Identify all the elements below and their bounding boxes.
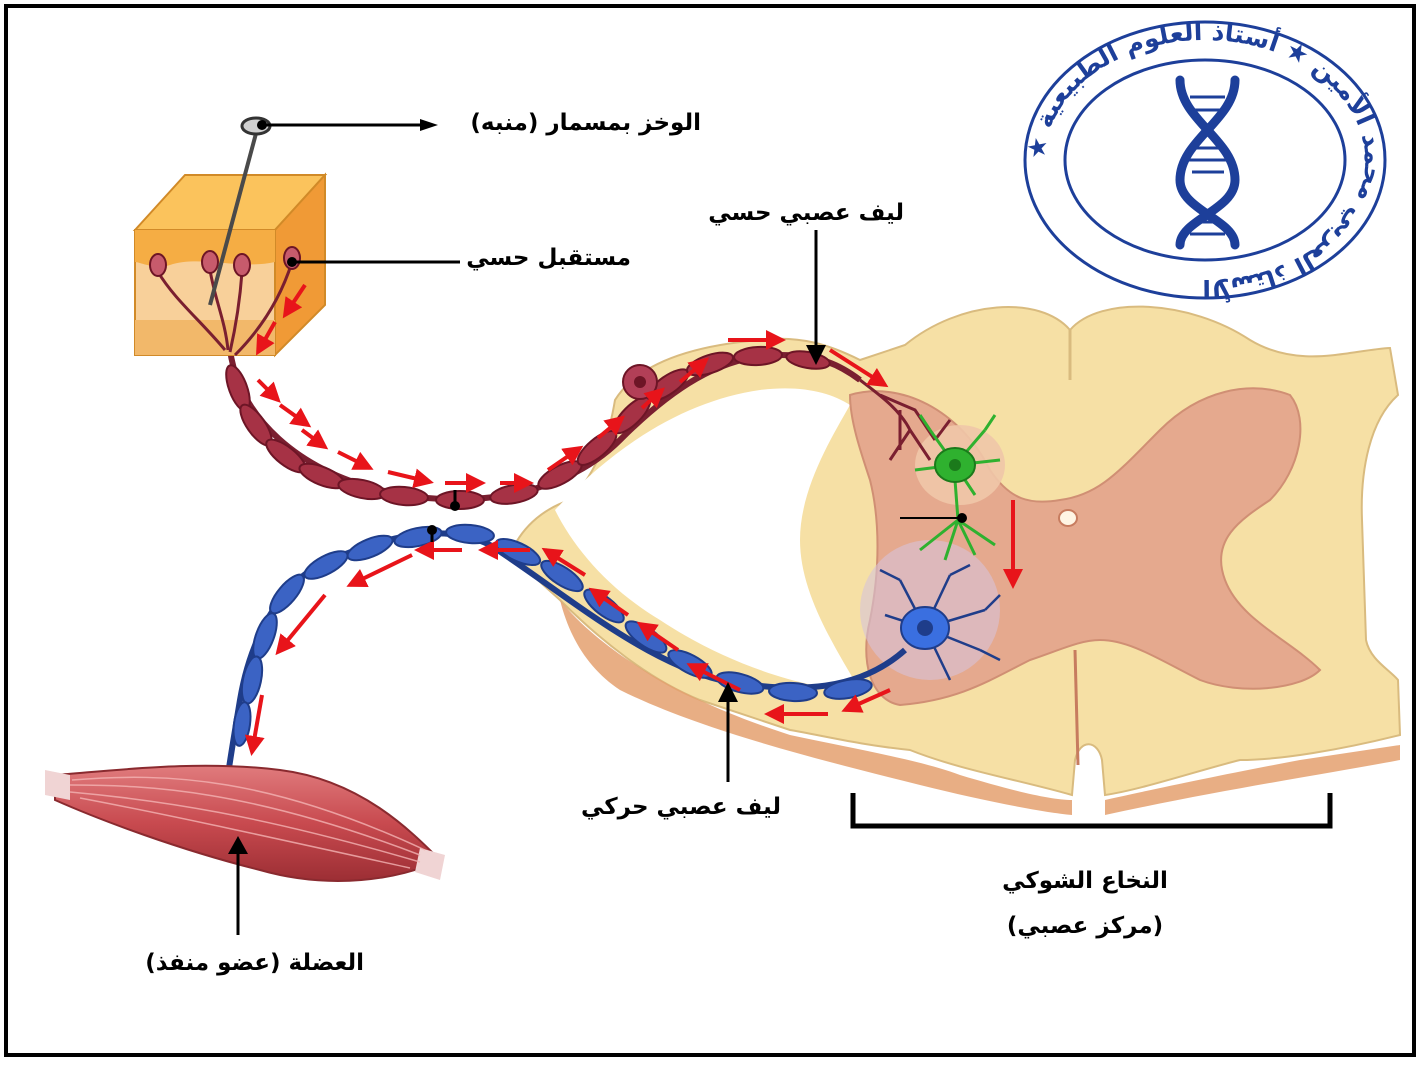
muscle bbox=[45, 766, 445, 881]
central-canal bbox=[1059, 510, 1077, 526]
muscle-label: العضلة (عضو منفذ) bbox=[145, 950, 364, 976]
stimulus-label: الوخز بمسمار (منبه) bbox=[470, 110, 701, 136]
dna-icon bbox=[1180, 80, 1235, 245]
receptor-label: مستقبل حسي bbox=[466, 245, 631, 271]
author-seal: ★ الأستاذ العربي محمد الأمين ★ أستاذ الع… bbox=[1021, 17, 1388, 304]
motor-fiber-label: ليف عصبي حركي bbox=[581, 794, 781, 820]
spinal-cord-label: النخاع الشوكي bbox=[990, 868, 1180, 894]
spinal-cord-bracket bbox=[853, 793, 1330, 826]
spinal-cord-sublabel: (مركز عصبي) bbox=[990, 913, 1180, 939]
sensory-fiber-label: ليف عصبي حسي bbox=[708, 200, 904, 226]
skin-block bbox=[135, 175, 325, 355]
